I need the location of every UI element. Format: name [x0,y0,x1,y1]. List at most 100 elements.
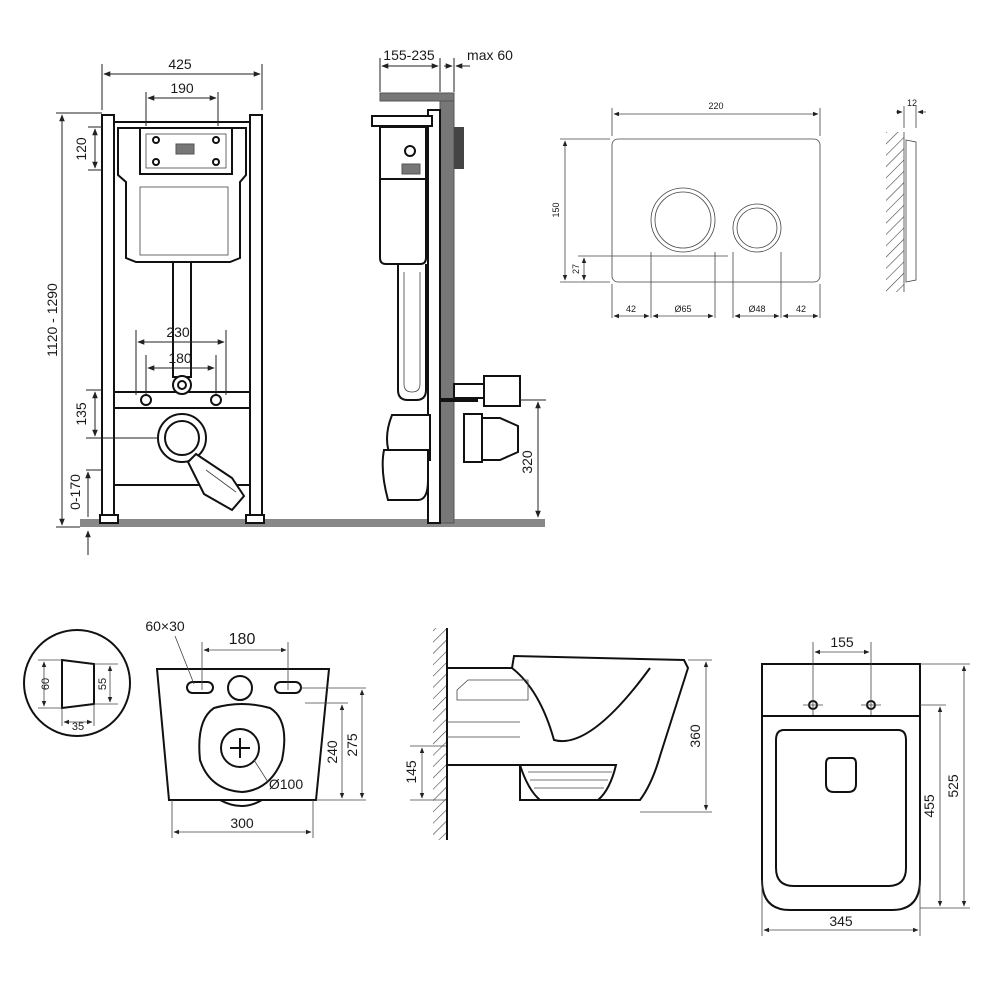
dim-length: 525 [945,774,961,798]
detail-inner-height: 55 [97,678,109,690]
dim-total-height: 1120 - 1290 [44,283,60,357]
inlet-fitting-inner [177,380,187,390]
mount-screw [152,136,160,144]
fixing-stud-left [140,394,152,406]
detail-height: 60 [40,678,52,690]
dim-small-button: Ø48 [748,304,765,314]
dim-outlet-height: 240 [324,740,340,764]
bowl-side-inner [511,667,651,743]
dim-leg-adjust: 0-170 [67,474,83,510]
dim-height: 360 [687,724,703,748]
dim-plate-thickness: 12 [907,98,917,108]
bowl-top-outline [761,716,921,911]
mount-screw [152,158,160,166]
dim-total-height: 275 [344,733,360,757]
bowl-trap [519,764,618,801]
top-bracket [379,92,455,102]
dim-depth: 155-235 [383,47,435,63]
actuator-block [175,143,195,155]
flush-plate-outline [611,138,821,283]
flush-mount-panel [139,127,233,175]
small-flush-button [732,203,782,253]
detail-width: 35 [72,721,84,733]
small-flush-button-inner [736,207,778,249]
dim-panel-height: 120 [73,137,89,161]
side-drain-elbow [381,449,429,501]
drain-outlet-inner [164,420,200,456]
flush-plate-view: 220 150 27 42 Ø65 Ø48 42 12 [551,98,926,319]
actuator-knob [404,145,416,157]
drain-elbow [186,452,246,512]
bowl-back-outline [155,668,331,801]
dim-button-offset: 27 [571,264,581,274]
bowl-top-outlet [825,757,857,793]
cistern-panel [139,186,229,256]
big-flush-button-inner [654,191,712,249]
dim-width: 300 [230,815,254,831]
dim-overall-width: 425 [168,56,192,72]
dim-outlet-height: 135 [73,402,89,426]
big-flush-button [650,187,716,253]
frame-side-view: 155-235 max 60 320 [371,47,546,524]
flush-plate-profile [905,139,917,283]
dim-big-button: Ø65 [674,304,691,314]
outlet-sleeve [481,417,519,461]
floor-line [80,519,545,527]
dim-edge-left: 42 [626,304,636,314]
flush-mount-inner [145,133,227,169]
inlet-fitting [172,375,192,395]
leader-line [253,759,269,783]
bowl-top-inner [775,729,907,887]
mounting-bracket [456,679,529,701]
outlet-hole [220,728,260,768]
dim-hole-spacing: 180 [229,631,256,648]
bowl-top-view: 155 525 455 345 [761,634,970,936]
outlet-flange [463,413,483,463]
dim-outlet-diameter: Ø100 [269,776,303,792]
dim-inlet-height: 145 [403,760,419,784]
bowl-side-view: 360 145 [403,628,712,840]
wall-section [439,92,455,524]
bowl-top-back [761,663,921,717]
dim-plate-width: 220 [708,101,723,111]
slot-detail-circle [23,629,131,737]
dim-inner-length: 455 [921,794,937,818]
outlet-recess [198,703,286,794]
frame-left-post [101,114,115,524]
slot-detail-shape [61,658,95,710]
bowl-side-outline [446,654,690,801]
fixing-slot-left [186,681,214,694]
wall-hatch [433,628,447,840]
wall-hatch [886,132,904,292]
leader-line [174,635,195,685]
fixing-stud-right [210,394,222,406]
side-down-pipe [397,264,427,401]
side-down-pipe-inner [403,272,421,393]
side-top-rail [371,115,433,127]
dim-panel-width: 190 [170,80,194,96]
dim-max: max 60 [467,47,513,63]
frame-foot [99,514,119,524]
frame-right-post [249,114,263,524]
dim-outlet-height: 320 [519,450,535,474]
frame-foot [245,514,265,524]
dim-hole-spacing: 155 [830,634,854,650]
actuator-block [401,163,421,175]
drain-elbow-seam [205,469,237,493]
frame-front-view: 425 190 120 1120 - 1290 230 180 135 [44,56,545,555]
mount-screw [212,136,220,144]
dim-inlet-spacing: 180 [168,350,192,366]
inlet-hole [227,675,253,701]
bowl-bottom-lip [219,799,263,807]
dim-stud-spacing: 230 [166,324,190,340]
side-post [427,109,441,524]
inlet-connector [483,375,521,407]
bowl-back-view: 60 55 35 60×30 180 240 275 [23,618,366,838]
flush-plate-profile [454,127,464,169]
dim-slot: 60×30 [145,618,185,634]
dim-edge-right: 42 [796,304,806,314]
dim-width: 345 [829,913,853,929]
cistern-side [379,178,427,265]
